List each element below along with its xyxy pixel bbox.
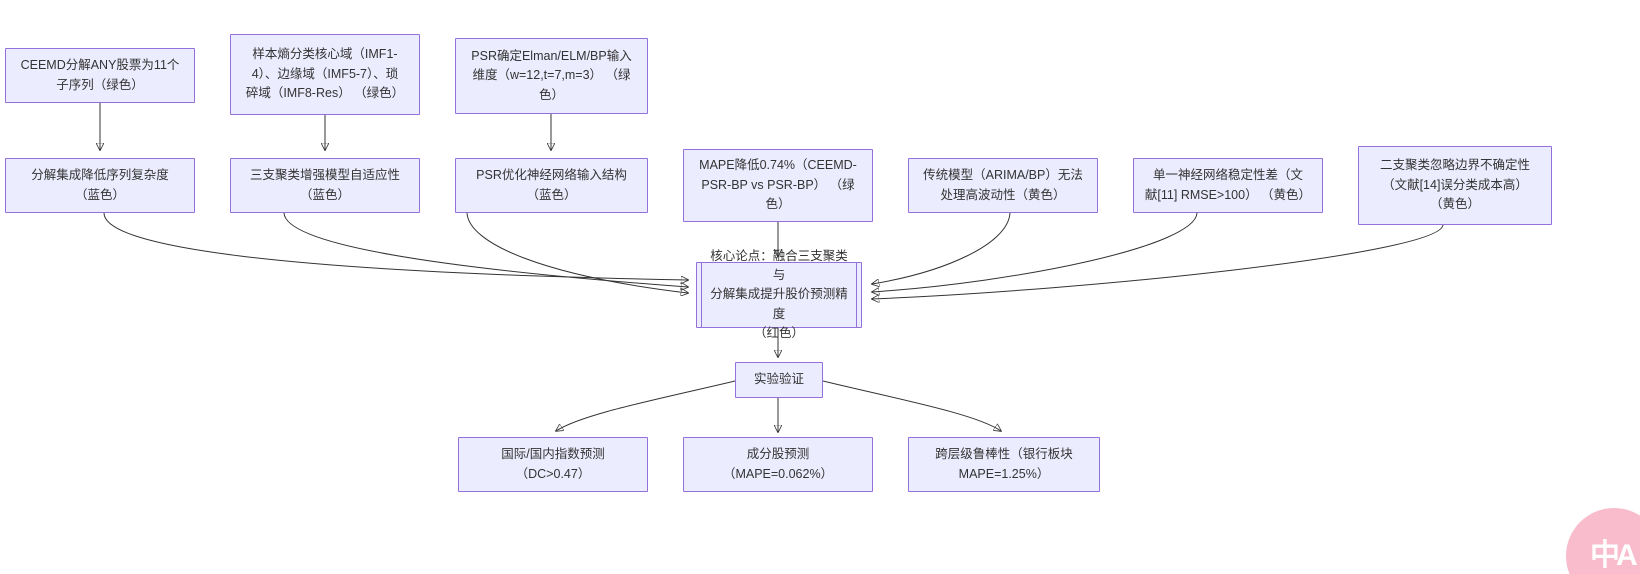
edge-experiment-to-index bbox=[556, 380, 736, 431]
edge-adaptive-to-core bbox=[283, 212, 688, 287]
edge-singlenn-to-core bbox=[872, 212, 1198, 292]
edge-traditional-to-core bbox=[872, 212, 1011, 284]
node-three-way-adaptive: 三支聚类增强模型自适应性 （蓝色） bbox=[230, 158, 420, 213]
edge-complexity-to-core bbox=[103, 212, 688, 280]
node-two-way-limits: 二支聚类忽略边界不确定性 （文献[14]误分类成本高） （黄色） bbox=[1358, 146, 1552, 225]
translate-toggle-label: 中A bbox=[1590, 539, 1638, 572]
node-constituent-prediction: 成分股预测 （MAPE=0.062%） bbox=[683, 437, 873, 492]
node-psr-dimension: PSR确定Elman/ELM/BP输入 维度（w=12,t=7,m=3） （绿 … bbox=[455, 38, 648, 114]
edge-experiment-to-robust bbox=[822, 380, 1001, 431]
node-single-nn-unstable: 单一神经网络稳定性差（文 献[11] RMSE>100） （黄色） bbox=[1133, 158, 1323, 213]
node-decompose-complexity: 分解集成降低序列复杂度 （蓝色） bbox=[5, 158, 195, 213]
node-mape-reduction: MAPE降低0.74%（CEEMD- PSR-BP vs PSR-BP） （绿 … bbox=[683, 149, 873, 222]
node-core-thesis: 核心论点：融合三支聚类与 分解集成提升股价预测精度 （红色） bbox=[696, 249, 862, 340]
edge-structure-to-core bbox=[466, 212, 688, 293]
node-experiment-validation: 实验验证 bbox=[735, 362, 823, 398]
node-sample-entropy: 样本熵分类核心域（IMF1- 4）、边缘域（IMF5-7）、琐 碎域（IMF8-… bbox=[230, 34, 420, 115]
node-robustness: 跨层级鲁棒性（银行板块 MAPE=1.25%） bbox=[908, 437, 1100, 492]
node-psr-structure: PSR优化神经网络输入结构 （蓝色） bbox=[455, 158, 648, 213]
node-traditional-limits: 传统模型（ARIMA/BP）无法 处理高波动性（黄色） bbox=[908, 158, 1098, 213]
node-index-prediction: 国际/国内指数预测 （DC>0.47） bbox=[458, 437, 648, 492]
translate-toggle-button[interactable]: 中A bbox=[1566, 508, 1640, 574]
node-ceemd-decompose: CEEMD分解ANY股票为11个 子序列（绿色） bbox=[5, 48, 195, 103]
edge-twoway-to-core bbox=[872, 224, 1444, 299]
